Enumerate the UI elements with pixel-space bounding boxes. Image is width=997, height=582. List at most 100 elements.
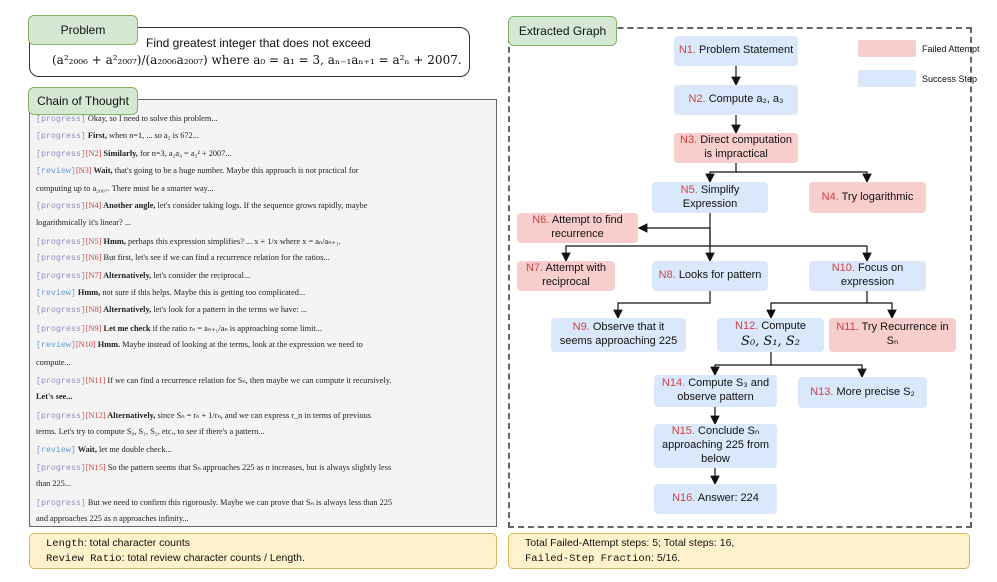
cot-text: if the ratio rₙ = aₙ₊₁/aₙ is approaching… <box>150 323 322 333</box>
cot-tag: [progress] <box>36 324 86 334</box>
node-label-line: N16. Answer: 224 <box>672 492 759 506</box>
node-id: N15. <box>671 425 699 438</box>
cot-tag: [review] <box>36 289 76 298</box>
footer-metrics-right: Total Failed-Attempt steps: 5; Total ste… <box>508 533 970 569</box>
cot-tag: [progress] <box>36 377 86 386</box>
cot-line: [progress] First, when n=1, ... so a₂ is… <box>36 131 199 141</box>
cot-tag: [review] <box>36 341 76 351</box>
node-label-text: Observe that it <box>592 321 665 334</box>
node-id: N2. <box>688 93 709 106</box>
cot-line: computing up to a₂₀₀₇. There must be a s… <box>36 184 213 193</box>
cot-text: for n=3, a₂a₄ = a₃² + 2007... <box>137 148 232 158</box>
cot-tag: [progress] <box>36 464 86 473</box>
review-ratio-key: Review Ratio <box>46 553 122 565</box>
footer-metrics-left: Length: total character counts Review Ra… <box>29 533 497 569</box>
cot-text: computing up to a₂₀₀₇. There must be a s… <box>36 183 214 193</box>
cot-emphasis: Hmm, <box>101 236 126 246</box>
edge-n8-n9 <box>613 290 711 320</box>
graph-tab: Extracted Graph <box>508 16 617 46</box>
cot-line: [review][N10] Hmm. Maybe instead of look… <box>36 340 363 350</box>
cot-line: [progress][N11] If we can find a recurre… <box>36 375 391 386</box>
cot-line: logarithmically it's linear? ... <box>36 218 131 227</box>
cot-line: [progress][N7] Alternatively, let's cons… <box>36 271 250 281</box>
node-label-line: recurrence <box>551 228 604 242</box>
node-label-line: seems approaching 225 <box>560 335 677 349</box>
footer-fraction-line: Failed-Step Fraction: 5/16. <box>525 552 680 565</box>
cot-tag: [progress] <box>36 149 86 159</box>
node-id: N8. <box>658 269 679 282</box>
node-label-line: observe pattern <box>677 391 753 405</box>
cot-text: let's consider the reciprocal... <box>151 270 251 280</box>
edge-n3-n5 <box>705 163 737 184</box>
node-label-text: observe pattern <box>677 391 754 403</box>
cot-line: terms. Let's try to compute S₀, S₁, S₂, … <box>36 427 265 436</box>
cot-node-id: [N12] <box>85 410 106 420</box>
cot-line: [progress] Okay, so I need to solve this… <box>36 114 218 124</box>
cot-tag: [progress] <box>36 237 86 247</box>
cot-tag: [review] <box>36 167 76 177</box>
cot-node-id: [N10] <box>75 340 96 350</box>
problem-text-line1: Find greatest integer that does not exce… <box>146 36 371 50</box>
graph-node-n4: N4. Try logarithmic <box>809 182 926 213</box>
cot-node-id: [N15] <box>85 463 106 472</box>
node-label-line: N10. Focus on <box>832 262 904 276</box>
node-label-line: N13. More precise S₂ <box>810 386 915 400</box>
edge-n10-n12 <box>766 290 868 320</box>
node-label-line: N6. Attempt to find <box>532 214 623 228</box>
cot-line: [review][N3] Wait, that's going to be a … <box>36 166 359 176</box>
cot-node-id: [N6] <box>85 253 102 263</box>
problem-tab: Problem <box>28 15 138 45</box>
cot-text: terms. Let's try to compute S₀, S₁, S₂, … <box>36 427 265 437</box>
cot-line: [review] Wait, let me double check... <box>36 445 172 455</box>
node-label-text: Conclude Sₙ <box>698 425 760 438</box>
node-id: N9. <box>572 321 593 334</box>
graph-node-n13: N13. More precise S₂ <box>798 377 927 408</box>
cot-text: So the pattern seems that Sₙ approaches … <box>105 463 392 472</box>
graph-box <box>508 27 972 528</box>
cot-line: and approaches 225 as n approaches infin… <box>36 514 189 523</box>
node-label-text: is impractical <box>704 148 768 160</box>
node-id: N3. <box>680 134 701 147</box>
cot-node-id: [N7] <box>85 270 102 280</box>
cot-tag: [progress] <box>36 306 86 316</box>
node-label-line: N8. Looks for pattern <box>659 269 762 283</box>
node-label-line: Expression <box>683 198 737 212</box>
cot-node-id: [N3] <box>75 166 92 176</box>
cot-emphasis: First, <box>85 131 107 141</box>
cot-node-id: [N2] <box>85 148 102 158</box>
footer-ratio-line: Review Ratio: total review character cou… <box>46 552 305 565</box>
node-id: N1. <box>678 44 700 57</box>
cot-emphasis: Hmm, <box>75 288 101 297</box>
cot-emphasis: Alternatively, <box>105 410 156 420</box>
node-label-text: Problem Statement <box>699 44 794 57</box>
cot-text: compute... <box>36 357 71 367</box>
chain-of-thought-tab-label: Chain of Thought <box>37 94 129 108</box>
node-label-text: S₀, S₁, S₂ <box>741 333 800 349</box>
node-id: N10. <box>831 262 859 275</box>
node-label-line: N15. Conclude Sₙ <box>672 425 760 439</box>
node-label-line: N3. Direct computation <box>680 134 792 148</box>
node-label-text: approaching 225 from <box>661 439 769 452</box>
failed-step-fraction-key: Failed-Step Fraction <box>525 553 652 565</box>
node-label-text: expression <box>840 276 895 288</box>
length-text: : total character counts <box>83 537 191 549</box>
cot-emphasis: Wait, <box>75 444 97 454</box>
failed-step-fraction-text: : 5/16. <box>651 552 681 564</box>
cot-text: If we can find a recurrence relation for… <box>105 376 392 385</box>
cot-node-id: [N5] <box>85 236 102 246</box>
cot-line: [progress] But we need to confirm this r… <box>36 497 392 508</box>
cot-emphasis: Alternatively, <box>101 270 152 280</box>
node-label-text: Sₙ <box>886 335 899 347</box>
node-label-line: N11. Try Recurrence in <box>836 321 948 335</box>
cot-text: let's look for a pattern in the terms we… <box>151 305 308 315</box>
cot-tag: [progress] <box>36 411 86 421</box>
review-ratio-text: : total review character counts / Length… <box>121 552 305 564</box>
node-id: N16. <box>672 492 698 505</box>
footer-steps-line: Total Failed-Attempt steps: 5; Total ste… <box>525 537 735 549</box>
node-label-text: Compute a₂, a₃ <box>708 93 784 106</box>
